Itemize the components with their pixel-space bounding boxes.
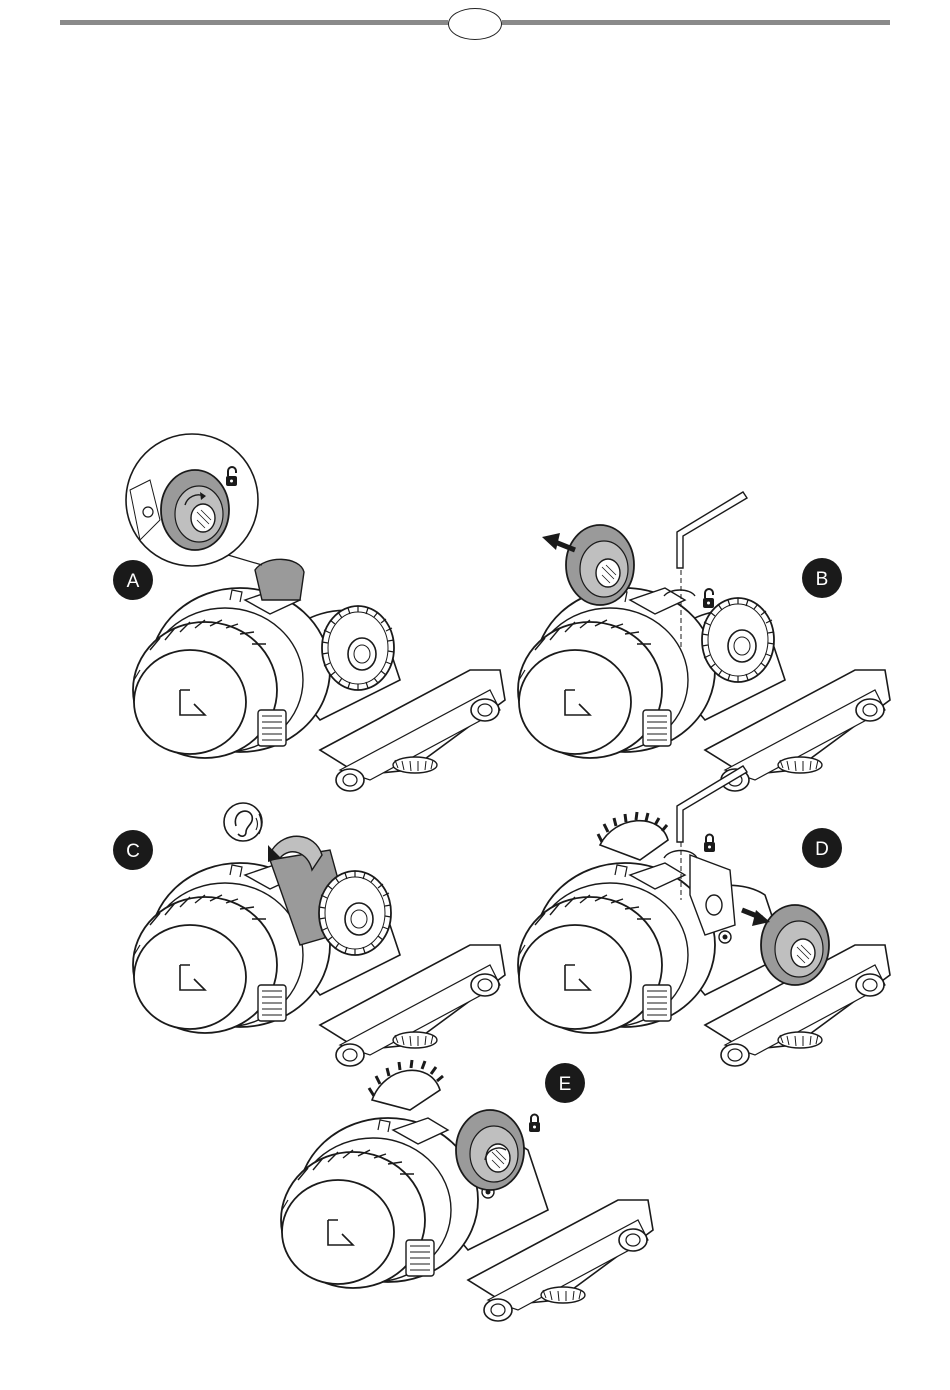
grey-disc-attach [761,905,829,985]
gear-knob [322,606,394,690]
gear-ring [372,1070,440,1110]
hex-key-icon [677,492,747,568]
unlock-icon [703,589,714,608]
lock-icon [529,1115,540,1133]
zoom-inset [126,434,262,566]
hex-key-icon [677,766,747,842]
gear-knob [319,871,391,955]
step-badge-d: D [802,828,842,868]
grey-disc-removed [566,525,634,605]
lock-icon [704,835,715,853]
step-badge-b: B [802,558,842,598]
step-badge-a: A [113,560,153,600]
panel-b: B [518,492,890,791]
gear-ring [600,821,668,860]
grey-sleeve [255,559,304,600]
step-badge-e: E [545,1063,585,1103]
svg-text:E: E [559,1074,572,1095]
panel-c: C [113,803,505,1066]
arrow-pull-icon [542,533,575,550]
svg-text:A: A [127,571,140,592]
gear-knob [702,598,774,682]
step-badge-c: C [113,830,153,870]
svg-text:D: D [815,839,829,860]
panel-a: A [113,434,505,791]
svg-text:B: B [816,569,829,590]
panel-d: D [518,766,890,1066]
hearing-icon [224,803,262,841]
grey-disc [456,1110,524,1190]
panel-e: E [281,1060,653,1321]
svg-text:C: C [126,841,140,862]
